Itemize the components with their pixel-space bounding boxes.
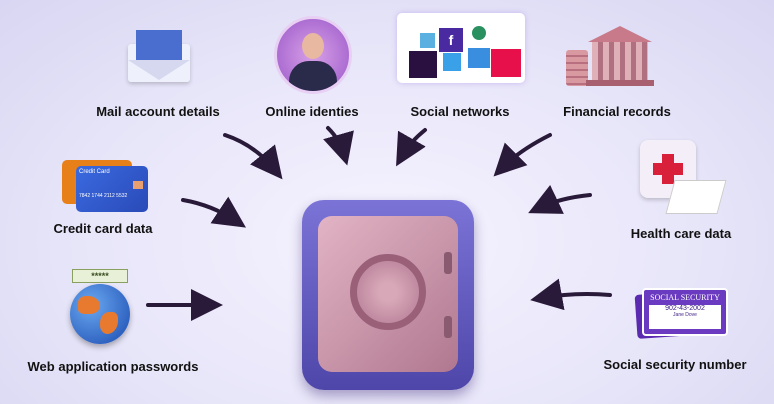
arrow-health bbox=[528, 184, 592, 214]
arrow-identities bbox=[323, 126, 354, 166]
credit-card-icon: Credit Card 7842 1744 2112 5532 bbox=[76, 166, 148, 212]
label-health: Health care data bbox=[630, 226, 732, 241]
globe-icon bbox=[70, 284, 130, 344]
label-credit: Credit card data bbox=[53, 221, 153, 236]
envelope-icon bbox=[128, 30, 190, 82]
safe-icon bbox=[302, 200, 474, 390]
arrow-mail bbox=[223, 133, 283, 180]
person-avatar-icon bbox=[274, 16, 352, 94]
medical-kit-icon bbox=[640, 140, 727, 215]
password-field: ***** bbox=[72, 269, 128, 283]
bank-building-icon bbox=[566, 20, 666, 88]
safe-door bbox=[318, 216, 458, 372]
label-ssn: Social security number bbox=[603, 357, 747, 372]
label-financial: Financial records bbox=[563, 104, 671, 119]
social-networks-icon: f bbox=[397, 13, 525, 83]
label-mail: Mail account details bbox=[96, 104, 220, 119]
arrow-credit bbox=[181, 196, 246, 228]
arrow-financial bbox=[493, 133, 552, 177]
label-web: Web application passwords bbox=[27, 359, 199, 374]
label-social: Social networks bbox=[410, 104, 510, 119]
safe-dial-icon bbox=[350, 254, 426, 330]
social-security-card-icon: SOCIAL SECURITY 902-43-2002 Jane Dove bbox=[634, 288, 728, 339]
arrow-ssn bbox=[530, 278, 612, 311]
arrow-social bbox=[396, 128, 427, 167]
label-identities: Online identies bbox=[265, 104, 359, 119]
